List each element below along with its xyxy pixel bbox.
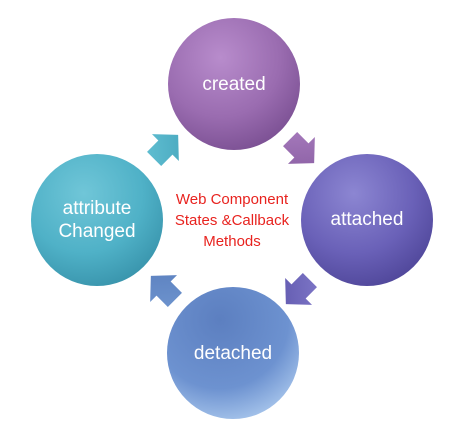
detached-circle: [167, 287, 299, 419]
attribute-changed-circle: [31, 154, 163, 286]
arrow-detached-to-attribute-changed: [150, 275, 182, 307]
arrow-attached-to-detached: [285, 273, 317, 305]
created-circle: [168, 18, 300, 150]
arrow-created-to-attached: [283, 132, 315, 164]
attached-circle: [301, 154, 433, 286]
arrow-attribute-changed-to-created: [147, 134, 179, 166]
